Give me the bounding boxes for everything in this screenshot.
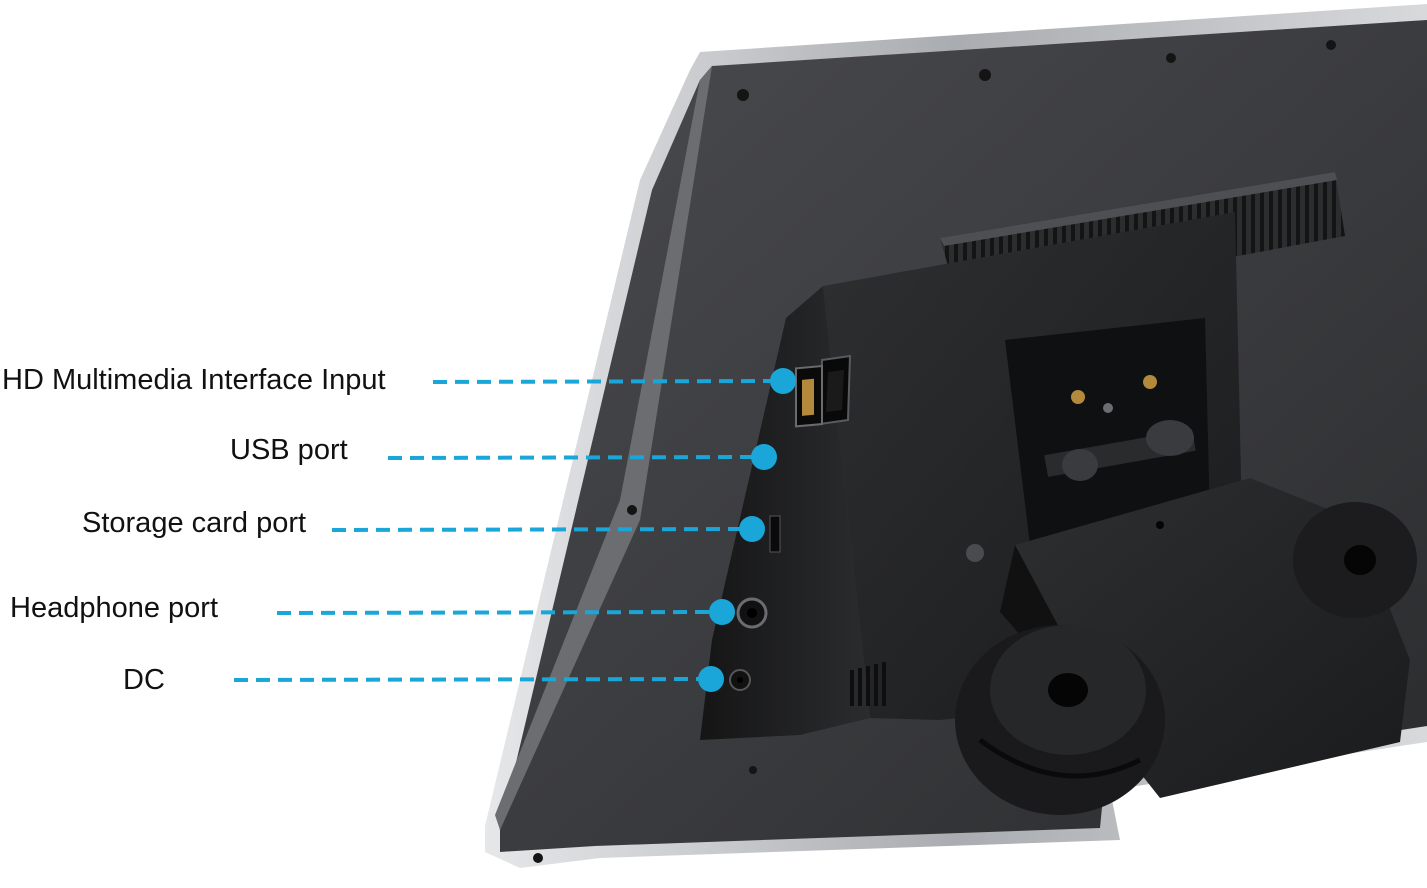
callout-dot-hdmi bbox=[770, 368, 796, 394]
hdmi-port-icon bbox=[818, 354, 852, 426]
callout-dots bbox=[698, 368, 796, 692]
dc-jack-icon bbox=[729, 669, 751, 691]
label-storage-card-port: Storage card port bbox=[82, 507, 307, 539]
label-dc: DC bbox=[123, 664, 165, 696]
screw-icons bbox=[533, 40, 1336, 863]
headphone-jack-icon bbox=[736, 597, 768, 629]
label-hdmi-input: HD Multimedia Interface Input bbox=[2, 364, 386, 396]
usb-port-icon bbox=[795, 364, 823, 428]
card-slot-icon bbox=[769, 515, 781, 553]
callout-dot-usb bbox=[751, 444, 777, 470]
callout-lines bbox=[233, 379, 773, 682]
label-headphone-port: Headphone port bbox=[10, 592, 218, 624]
mount-plate bbox=[1005, 318, 1210, 545]
callout-dot-headphone bbox=[709, 599, 735, 625]
label-usb-port: USB port bbox=[230, 434, 348, 466]
monitor-side-edge bbox=[495, 66, 712, 830]
callout-dot-dc bbox=[698, 666, 724, 692]
callout-dot-card bbox=[739, 516, 765, 542]
side-vent bbox=[850, 662, 886, 706]
